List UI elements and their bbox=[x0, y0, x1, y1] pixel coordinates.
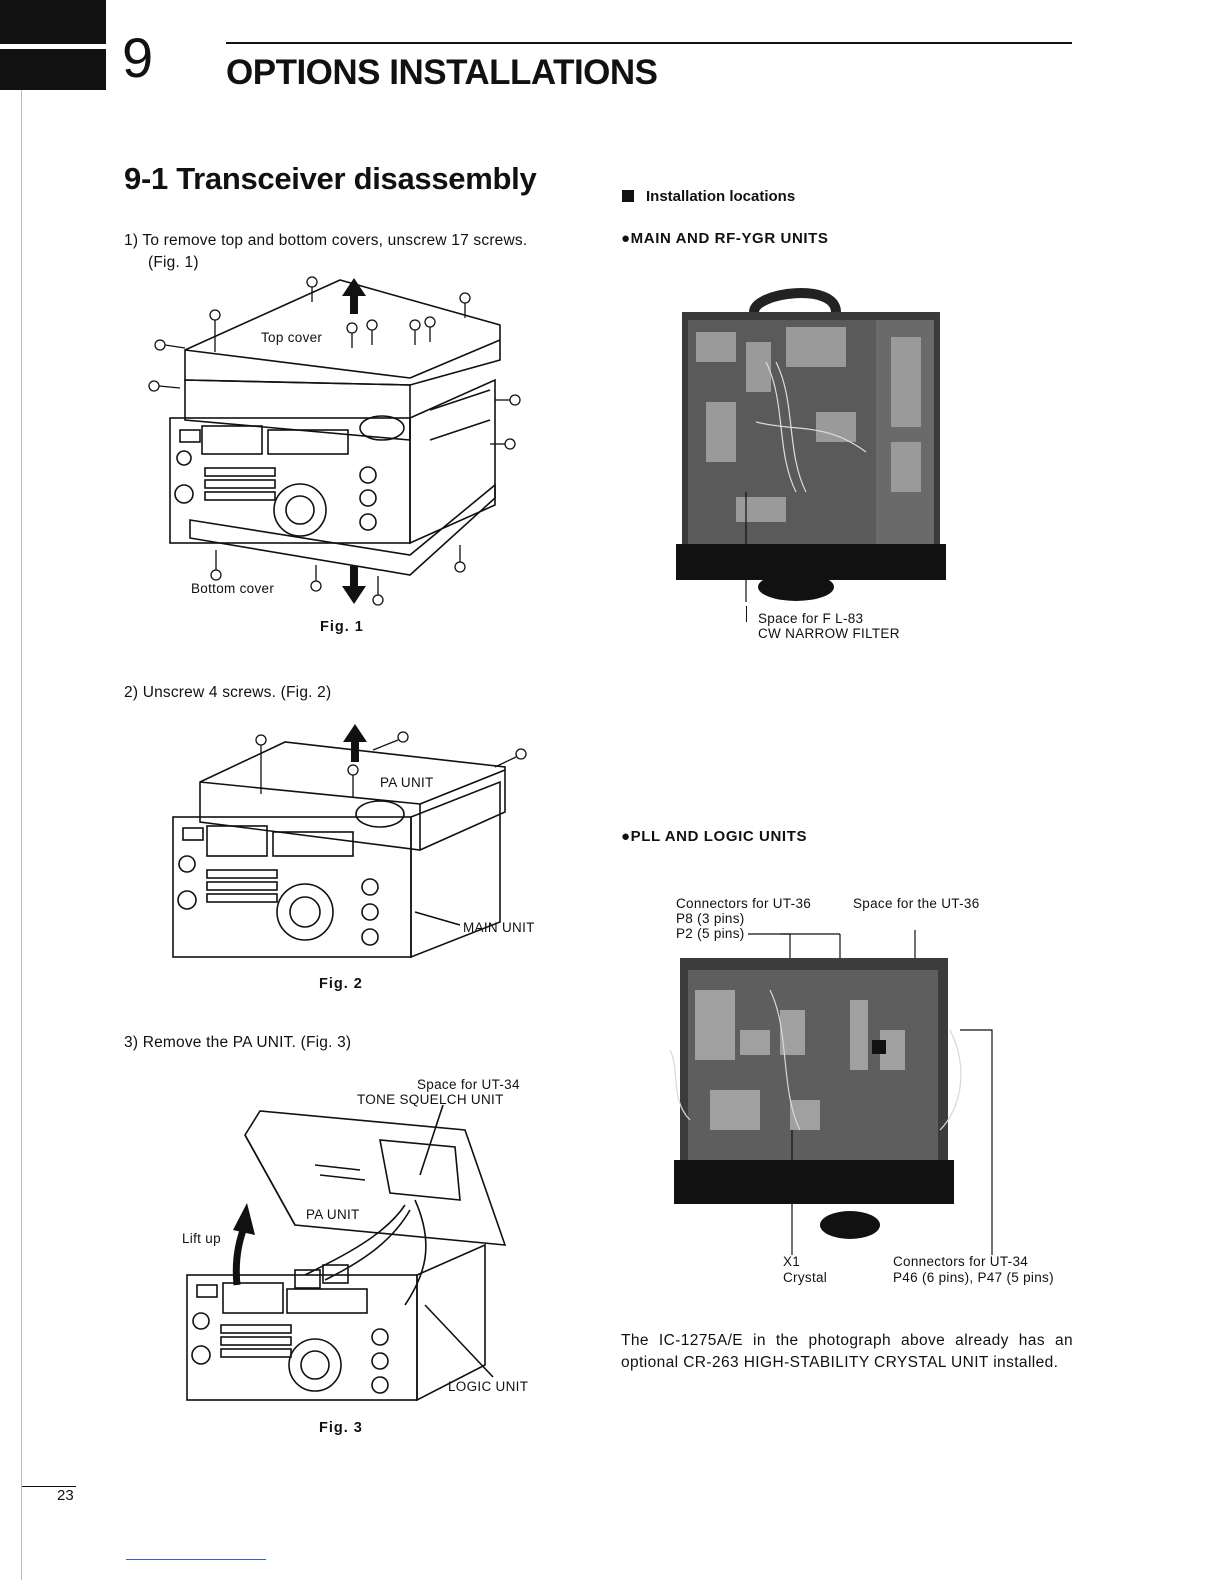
installation-locations-heading: Installation locations bbox=[646, 188, 796, 205]
fig3-pa-unit-label: PA UNIT bbox=[306, 1207, 360, 1222]
crystal-unit-note: The IC-1275A/E in the photograph above a… bbox=[621, 1332, 1073, 1371]
pll-logic-units-photo bbox=[669, 930, 993, 1255]
pll-logic-units-heading: ●PLL AND LOGIC UNITS bbox=[621, 828, 808, 845]
step-3-text: 3) Remove the PA UNIT. (Fig. 3) bbox=[124, 1034, 352, 1051]
step-1-text: 1) To remove top and bottom covers, unsc… bbox=[124, 232, 528, 249]
crystal-label: Crystal bbox=[783, 1270, 828, 1285]
space-ut36-label: Space for the UT-36 bbox=[853, 896, 980, 911]
fig3-lift-up-label: Lift up bbox=[182, 1231, 221, 1246]
footer-rule bbox=[126, 1559, 266, 1560]
margin-rule bbox=[21, 90, 22, 1580]
fig1-bottom-cover-label: Bottom cover bbox=[191, 581, 275, 596]
chapter-title: OPTIONS INSTALLATIONS bbox=[226, 53, 658, 92]
conn-ut34-label: Connectors for UT-34 bbox=[893, 1254, 1029, 1269]
page-number: 23 bbox=[57, 1487, 74, 1504]
heading-square-bullet bbox=[622, 190, 634, 202]
fig2-pa-unit-label: PA UNIT bbox=[380, 775, 434, 790]
main-rf-units-photo bbox=[676, 282, 946, 602]
fig2-illustration bbox=[172, 724, 527, 959]
fig2-caption: Fig. 2 bbox=[319, 976, 363, 992]
fl83-leader bbox=[746, 606, 747, 622]
p46-p47-label: P46 (6 pins), P47 (5 pins) bbox=[893, 1270, 1054, 1285]
main-rf-units-heading: ●MAIN AND RF-YGR UNITS bbox=[621, 230, 829, 247]
section-title: 9-1 Transceiver disassembly bbox=[124, 161, 537, 196]
fig1-caption: Fig. 1 bbox=[320, 619, 364, 635]
fig3-illustration bbox=[186, 1105, 507, 1402]
fig1-top-cover-label: Top cover bbox=[261, 330, 323, 345]
x1-label: X1 bbox=[783, 1254, 801, 1269]
fig3-space-label-1: Space for UT-34 bbox=[417, 1077, 520, 1092]
fig3-logic-unit-label: LOGIC UNIT bbox=[448, 1379, 529, 1394]
chapter-tab-notch bbox=[0, 44, 106, 49]
p8-label: P8 (3 pins) bbox=[676, 911, 745, 926]
step-1-ref: (Fig. 1) bbox=[148, 254, 199, 271]
p2-label: P2 (5 pins) bbox=[676, 926, 745, 941]
fig2-main-unit-label: MAIN UNIT bbox=[463, 920, 535, 935]
step-2-text: 2) Unscrew 4 screws. (Fig. 2) bbox=[124, 684, 332, 701]
fig1-illustration bbox=[148, 276, 521, 606]
fig3-caption: Fig. 3 bbox=[319, 1420, 363, 1436]
fl83-label-2: CW NARROW FILTER bbox=[758, 626, 900, 641]
chapter-number: 9 bbox=[122, 26, 154, 89]
chapter-rule bbox=[226, 42, 1072, 44]
fig3-space-label-2: TONE SQUELCH UNIT bbox=[357, 1092, 504, 1107]
fl83-label-1: Space for F L-83 bbox=[758, 611, 864, 626]
conn-ut36-label: Connectors for UT-36 bbox=[676, 896, 812, 911]
page-number-rule bbox=[22, 1486, 76, 1487]
